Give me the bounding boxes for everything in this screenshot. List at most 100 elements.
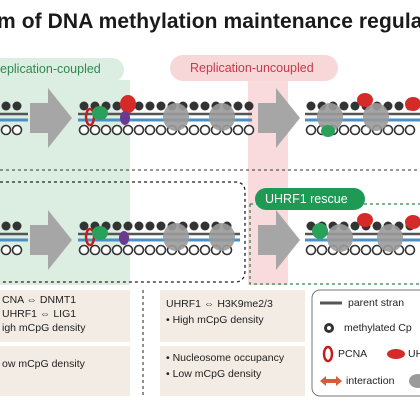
cpg-site	[122, 124, 134, 136]
cpg-site	[155, 124, 167, 136]
methylated-cpg	[200, 221, 210, 231]
methylated-cpg	[156, 101, 166, 111]
methylated-cpg	[156, 221, 166, 231]
lig1	[120, 111, 130, 125]
methylated-cpg	[306, 101, 316, 111]
methylated-cpg	[1, 101, 11, 111]
cpg-site	[0, 244, 12, 256]
cpg-site	[144, 244, 156, 256]
cpg-site	[89, 124, 101, 136]
methylated-cpg	[134, 101, 144, 111]
coupled-top-line-3: igh mCpG density	[2, 322, 86, 334]
cpg-site	[404, 244, 416, 256]
dnmt1	[321, 125, 335, 137]
methylated-cpg	[350, 101, 360, 111]
cpg-site	[349, 124, 361, 136]
methylated-cpg	[233, 101, 243, 111]
dnmt1	[92, 226, 108, 240]
nucleosome	[209, 103, 235, 131]
coupled-bottom-line-1: ow mCpG density	[2, 358, 85, 370]
coupled-top-line-2: UHRF1 ⇔ LIG1	[2, 308, 77, 320]
coupled-pill-label: eplication-coupled	[0, 62, 101, 76]
cpg-site	[305, 124, 317, 136]
methylated-cpg	[134, 221, 144, 231]
uncoupled-info-box-top	[160, 290, 305, 342]
cpg-site	[360, 244, 372, 256]
coupled-info-box-top	[0, 290, 130, 342]
methylated-cpg	[112, 221, 122, 231]
nucleosome	[327, 224, 353, 252]
nucleosome	[377, 224, 403, 252]
cpg-site	[232, 124, 244, 136]
cpg-site	[155, 244, 167, 256]
cpg-site	[188, 124, 200, 136]
bottom-dashed-frame	[0, 181, 246, 283]
cpg-site	[0, 124, 12, 136]
methylated-cpg	[12, 101, 22, 111]
step-arrow	[30, 88, 300, 270]
methylated-cpg	[372, 221, 382, 231]
uncoupled-pill-label: Replication-uncoupled	[190, 61, 314, 75]
legend-uhrf1: UHI	[408, 348, 420, 360]
legend-box	[311, 289, 420, 397]
cpg-site	[393, 124, 405, 136]
cpg-site	[243, 124, 255, 136]
methylated-cpg	[123, 221, 133, 231]
cpg-site	[111, 124, 123, 136]
methylated-cpg	[350, 221, 360, 231]
uncoupled-bottom-line-1: • Nucleosome occupancy	[166, 352, 285, 364]
cpg-site	[371, 244, 383, 256]
cpg-site	[133, 124, 145, 136]
rescue-pill-label: UHRF1 rescue	[265, 192, 348, 206]
cpg-site	[100, 244, 112, 256]
cpg-site	[382, 124, 394, 136]
legend-nucleosome-icon	[409, 374, 420, 388]
methylated-cpg	[79, 221, 89, 231]
nucleosome	[317, 103, 343, 131]
cpg-site	[404, 124, 416, 136]
cpg-site	[199, 124, 211, 136]
cpg-site	[100, 124, 112, 136]
cpg-site	[133, 244, 145, 256]
dna-strands	[0, 93, 420, 256]
legend-uhrf1-icon	[387, 349, 405, 359]
cpg-site	[89, 244, 101, 256]
cpg-site	[111, 244, 123, 256]
methylated-cpg	[394, 101, 404, 111]
page-title: m of DNA methylation maintenance regula	[0, 10, 420, 33]
uncoupled-info-box-bottom	[160, 346, 305, 396]
coupled-top-line-1: CNA ⇔ DNMT1	[2, 294, 77, 306]
legend-parent-strand: parent stran	[348, 297, 405, 309]
cpg-site	[144, 124, 156, 136]
methylated-cpg	[145, 101, 155, 111]
nucleosome	[363, 103, 389, 131]
cpg-site	[188, 244, 200, 256]
methylated-cpg	[145, 221, 155, 231]
methylated-cpg	[79, 101, 89, 111]
uncoupled-bottom-line-2: • Low mCpG density	[166, 368, 262, 380]
coupled-info-box-bottom	[0, 346, 130, 396]
coupled-pill	[0, 58, 124, 82]
cpg-site	[305, 244, 317, 256]
cpg-site	[338, 124, 350, 136]
legend-interaction: interaction	[346, 375, 395, 387]
methylated-cpg	[189, 101, 199, 111]
cpg-site	[78, 244, 90, 256]
nucleosome	[163, 103, 189, 131]
cpg-site	[11, 244, 23, 256]
uhrf1	[405, 215, 420, 229]
uncoupled-top-line-1: UHRF1 ⇔ H3K9me2/3	[166, 298, 273, 310]
cpg-site	[78, 124, 90, 136]
nucleosome	[209, 223, 235, 251]
cpg-site	[122, 244, 134, 256]
cpg-site	[316, 244, 328, 256]
methylated-cpg	[200, 101, 210, 111]
methylated-cpg	[1, 221, 11, 231]
dnmt1	[312, 223, 328, 239]
uhrf1	[405, 97, 420, 111]
methylated-cpg	[112, 101, 122, 111]
methylated-cpg	[244, 101, 254, 111]
uncoupled-top-line-2: • High mCpG density	[166, 314, 264, 326]
